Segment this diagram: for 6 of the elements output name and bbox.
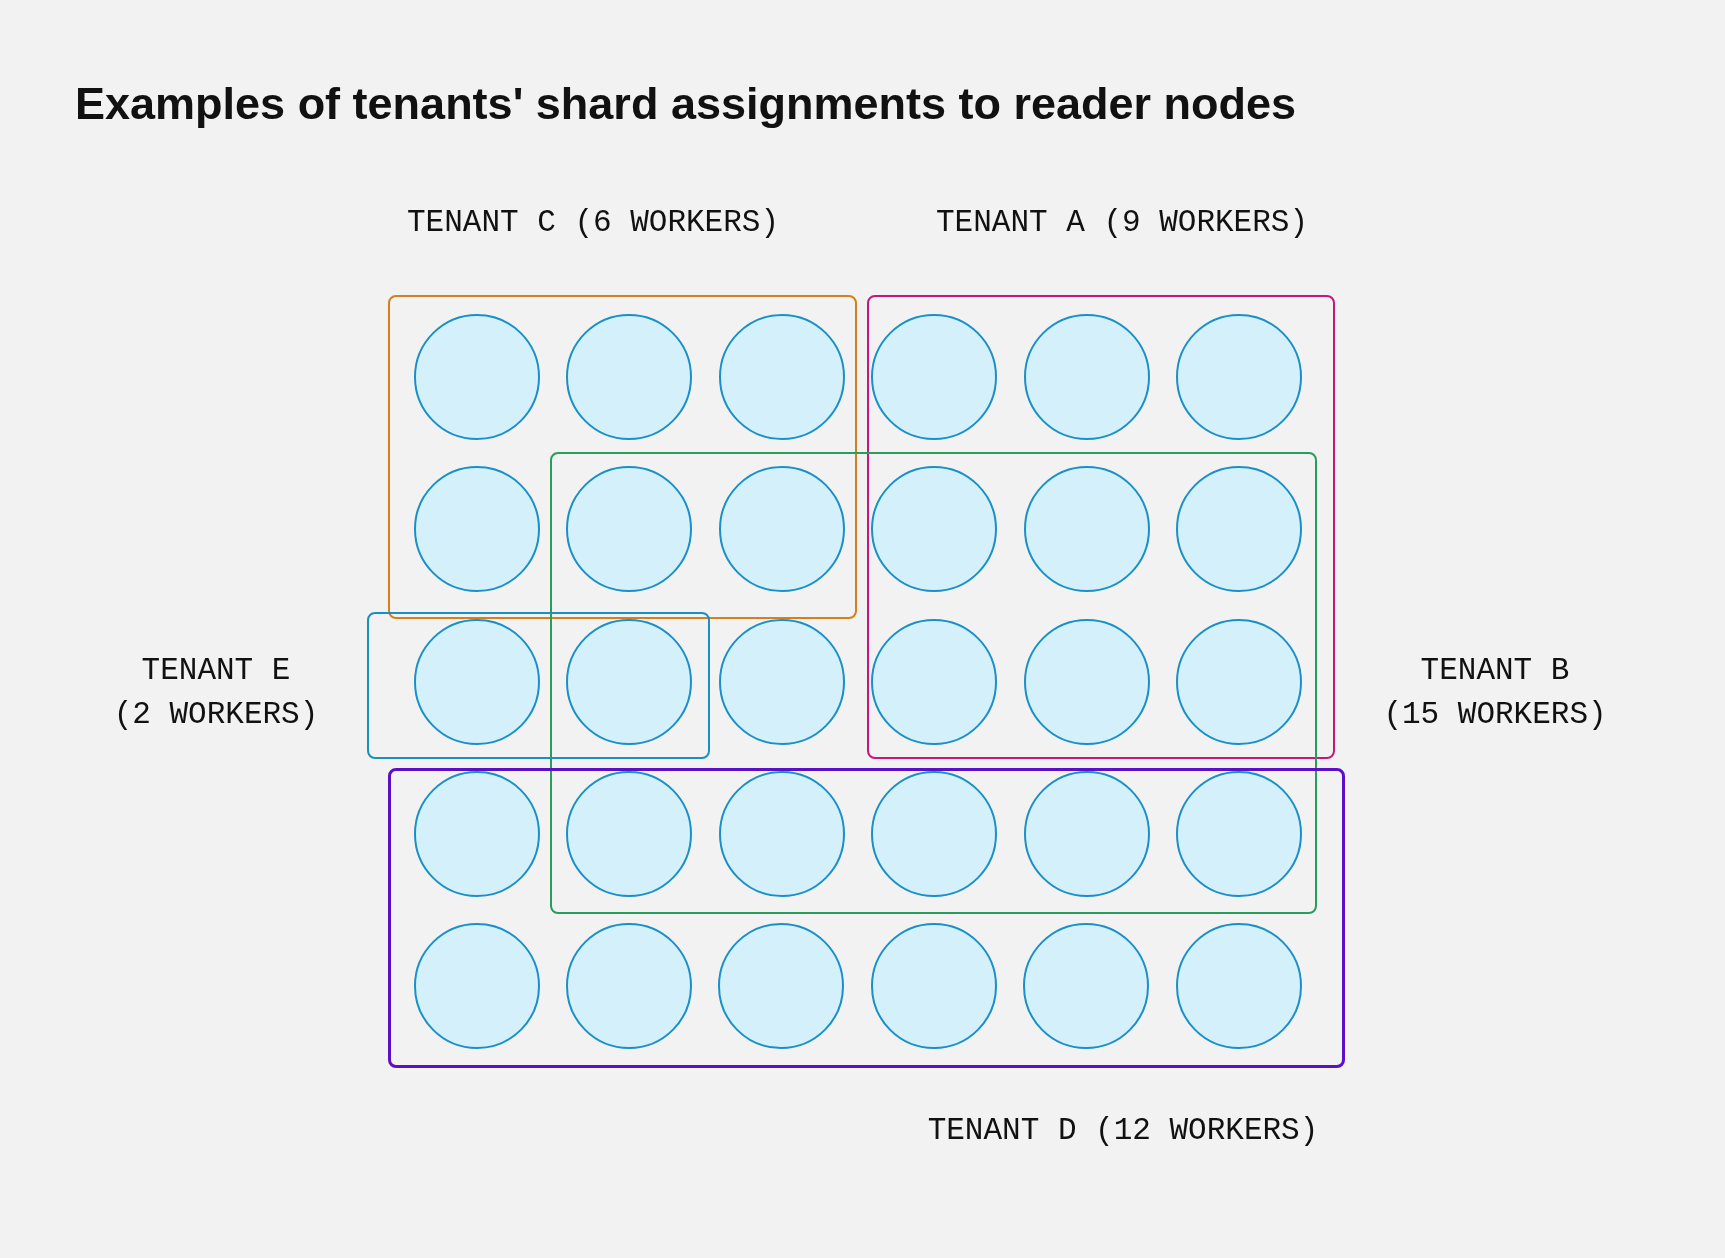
chart-title: Examples of tenants' shard assignments to reader nodes [75,78,1297,130]
tenant-label: TENANT A (9 WORKERS) [935,204,1309,242]
tenant-label: TENANT B (15 WORKERS) [1383,652,1607,734]
tenant-label: TENANT C (6 WORKERS) [406,204,780,242]
tenant-label: TENANT D (12 WORKERS) [927,1112,1319,1150]
tenant-label: TENANT E (2 WORKERS) [113,652,319,734]
